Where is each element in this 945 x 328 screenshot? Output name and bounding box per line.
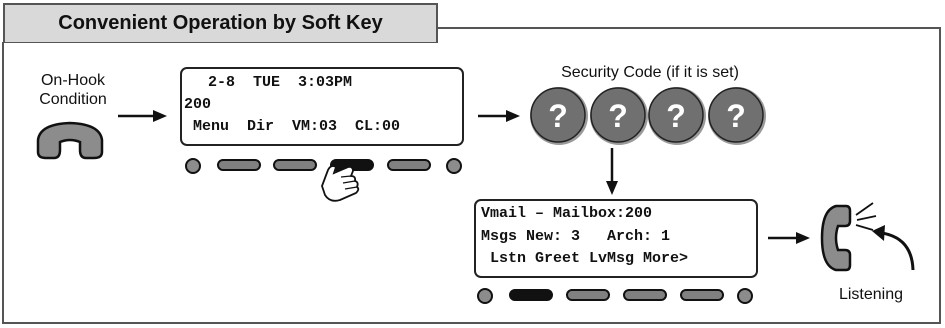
diagram-title: Convenient Operation by Soft Key [58, 12, 383, 34]
on-hook-label-line2: Condition [39, 91, 107, 108]
phone-display-1: 2-8 TUE 3:03PM 200 Menu Dir VM:03 CL:00 [180, 67, 464, 146]
phone1-right-button[interactable] [446, 158, 462, 174]
arrow-to-display2 [606, 148, 618, 195]
phone2-softkey-4[interactable] [680, 289, 724, 301]
display2-line1: Vmail – Mailbox:200 [481, 205, 653, 222]
security-key-1-label: ? [548, 98, 568, 134]
phone2-right-button[interactable] [737, 288, 753, 304]
phone2-softkey-2[interactable] [566, 289, 610, 301]
security-key-2-label: ? [608, 98, 628, 134]
pointing-hand-icon [321, 165, 360, 202]
display1-line1: 2-8 TUE 3:03PM [190, 74, 353, 91]
phone1-keypad [185, 158, 462, 174]
security-key-1[interactable]: ? [530, 87, 588, 145]
phone-display-2: Vmail – Mailbox:200 Msgs New: 3 Arch: 1 … [474, 199, 758, 278]
phone1-softkey-4[interactable] [387, 159, 431, 171]
arrow-to-security-code [478, 110, 520, 122]
phone2-softkey-1-pressed[interactable] [509, 289, 553, 301]
security-code-keys: ? ? ? ? [530, 87, 766, 145]
display1-line3: Menu Dir VM:03 CL:00 [184, 118, 401, 135]
arrow-to-listening [768, 232, 810, 244]
frame-border [2, 27, 941, 324]
phone2-keypad [477, 288, 753, 304]
on-hook-label-line1: On-Hook [40, 72, 106, 89]
display1-line2: 200 [184, 96, 212, 113]
phone1-left-button[interactable] [185, 158, 201, 174]
phone1-softkey-1[interactable] [217, 159, 261, 171]
security-code-label: Security Code (if it is set) [561, 64, 739, 81]
security-key-2[interactable]: ? [590, 87, 648, 145]
security-key-4-label: ? [726, 98, 746, 134]
security-key-3[interactable]: ? [648, 87, 706, 145]
display2-line3: Lstn Greet LvMsg More> [481, 250, 689, 267]
display2-line2: Msgs New: 3 Arch: 1 [481, 228, 671, 245]
security-key-3-label: ? [666, 98, 686, 134]
handset-off-hook-icon [820, 202, 877, 272]
phone1-softkey-2[interactable] [273, 159, 317, 171]
security-key-4[interactable]: ? [708, 87, 766, 145]
title-tab: Convenient Operation by Soft Key [3, 3, 438, 42]
handset-on-hook-icon [36, 121, 104, 160]
curved-arrow-icon [872, 225, 915, 271]
arrow-to-display1 [118, 110, 167, 122]
on-hook-label: On-Hook Condition [28, 71, 118, 109]
phone2-left-button[interactable] [477, 288, 493, 304]
listening-label: Listening [838, 286, 904, 303]
phone2-softkey-3[interactable] [623, 289, 667, 301]
